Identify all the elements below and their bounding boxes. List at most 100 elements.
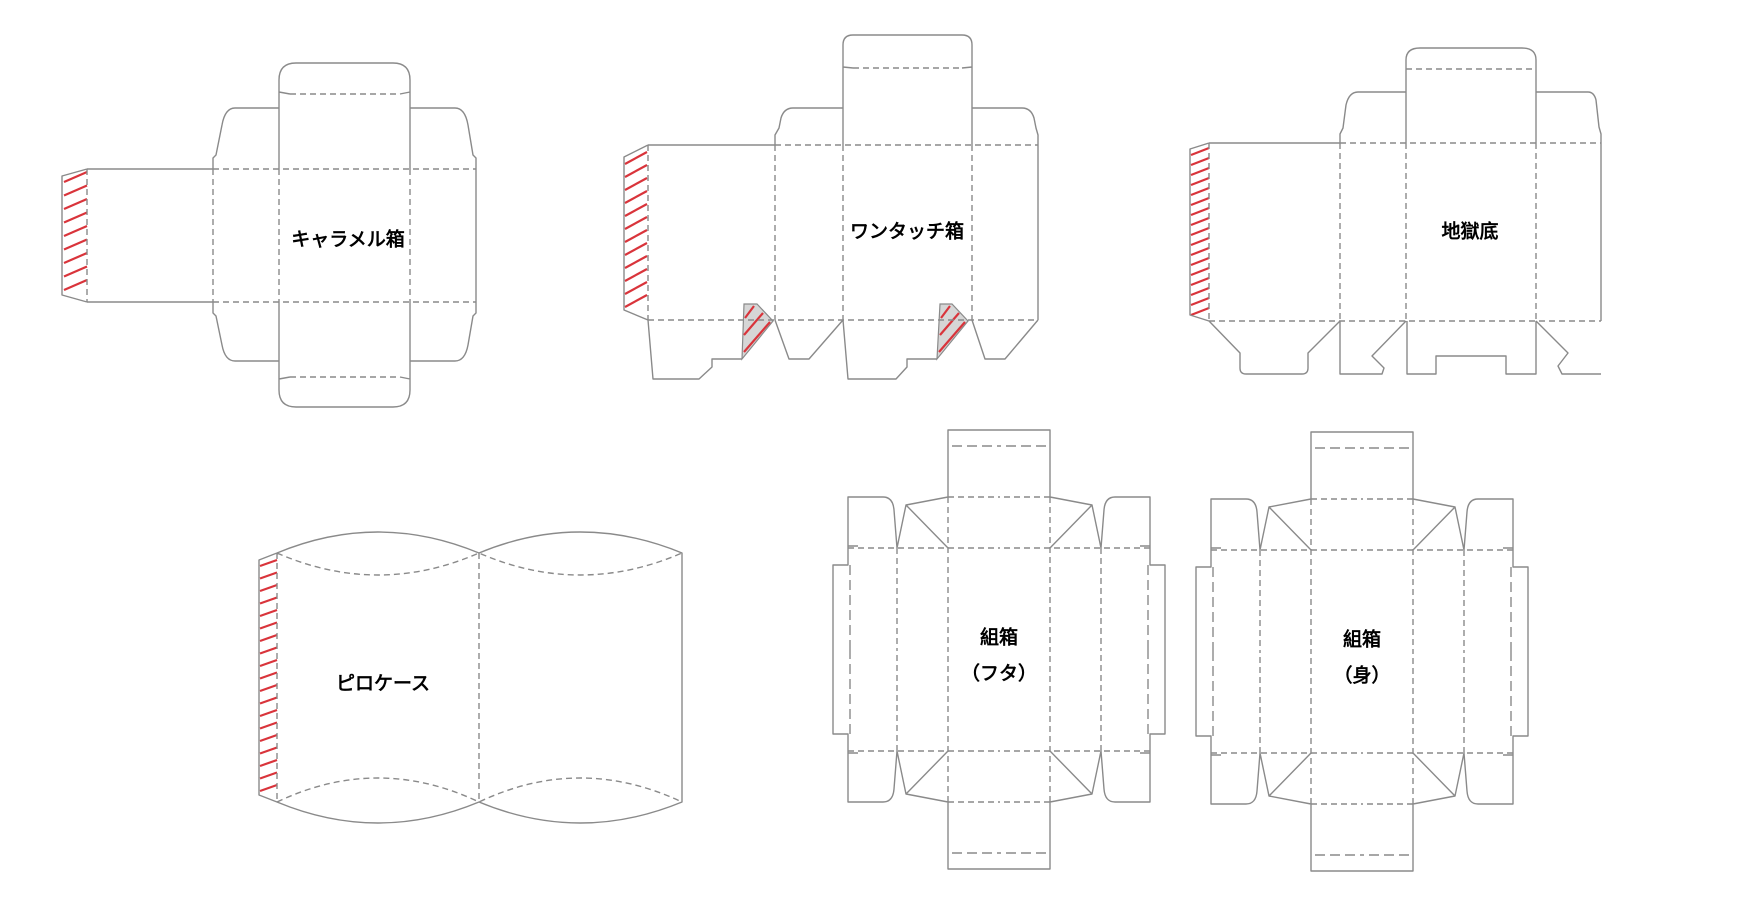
glue-stripe <box>259 733 278 743</box>
glue-stripe <box>1190 296 1210 307</box>
glue-stripe <box>63 184 88 197</box>
glue-stripe <box>259 683 278 693</box>
glue-stripe <box>63 224 88 238</box>
cut-line <box>1195 651 1362 872</box>
one-touch-box-label: ワンタッチ箱 <box>850 220 964 243</box>
cut-line <box>1195 431 1362 652</box>
glue-stripe <box>259 646 278 655</box>
glue-stripe <box>624 281 648 295</box>
glue-stripe <box>63 265 88 278</box>
stripe <box>940 305 951 319</box>
fold-line <box>1211 498 1362 652</box>
glue-stripe <box>259 596 278 605</box>
stripe <box>939 312 960 336</box>
fold-line <box>1208 68 1601 322</box>
glue-stripe <box>1190 276 1210 287</box>
glue-stripe <box>63 170 88 184</box>
fold-line <box>86 93 476 378</box>
perforation-line <box>999 649 1149 854</box>
cut-line <box>258 531 683 824</box>
lock-tab-stripes <box>743 305 966 353</box>
glue-stripe <box>259 721 278 730</box>
glue-stripe <box>624 268 648 282</box>
glue-stripe <box>1190 306 1210 317</box>
kumibako-quadrant <box>832 649 999 870</box>
glue-stripe <box>624 294 648 308</box>
cut-line <box>1189 47 1602 375</box>
kumibako-shape <box>832 429 1166 870</box>
perforation-line <box>1212 447 1362 652</box>
kumibako-quadrant <box>1362 431 1529 652</box>
perforation-line <box>1362 447 1512 652</box>
glue-stripes <box>259 558 278 793</box>
fold-line <box>999 649 1150 803</box>
one-touch-box-dieline: ワンタッチ箱 <box>623 34 1039 380</box>
jigoku-box-label: 地獄底 <box>1441 220 1498 243</box>
glue-stripes <box>624 151 648 308</box>
glue-stripe <box>1190 156 1210 167</box>
cut-line <box>999 649 1166 870</box>
stripe <box>743 321 771 353</box>
caramel-box-dieline: キャラメル箱 <box>61 62 477 408</box>
kumibako-lid-dieline: 組箱 （フタ） <box>832 429 1166 870</box>
cut-line <box>999 429 1166 650</box>
stripe <box>938 321 966 353</box>
caramel-box-label: キャラメル箱 <box>291 228 404 251</box>
fold-line <box>848 496 999 650</box>
stripe <box>744 305 755 319</box>
glue-stripe <box>624 216 648 230</box>
perforation-line <box>849 649 999 854</box>
kumibako-quadrant <box>1195 431 1362 652</box>
pillow-case-dieline: ピロケース <box>258 531 683 824</box>
glue-stripe <box>1190 236 1210 247</box>
glue-stripe <box>1190 206 1210 217</box>
kumibako-quadrant <box>999 649 1166 870</box>
glue-stripe <box>624 203 648 217</box>
fold-line <box>276 552 683 803</box>
glue-stripe <box>63 197 88 211</box>
glue-stripe <box>259 658 278 668</box>
fold-line <box>1362 651 1513 805</box>
glue-stripe <box>624 190 648 204</box>
glue-stripe <box>259 771 278 780</box>
kumibako-lid-sublabel: （フタ） <box>961 662 1037 685</box>
glue-stripe <box>259 758 278 768</box>
glue-stripe <box>624 151 648 165</box>
glue-stripe <box>1190 286 1210 297</box>
glue-stripe <box>63 251 88 265</box>
glue-stripe <box>259 558 278 568</box>
glue-stripe <box>259 583 278 593</box>
cut-line <box>1362 651 1529 872</box>
cut-line <box>832 429 999 650</box>
kumibako-quadrant <box>832 429 999 650</box>
perforation-line <box>1212 651 1362 856</box>
glue-stripe <box>63 211 88 224</box>
kumibako-lid-label: 組箱 <box>980 626 1018 649</box>
fold-line <box>999 496 1150 650</box>
glue-stripes <box>63 170 88 292</box>
glue-stripe <box>624 242 648 256</box>
jigoku-box-dieline: 地獄底 <box>1189 47 1602 375</box>
glue-stripe <box>259 783 278 793</box>
glue-stripe <box>1190 256 1210 267</box>
cut-line <box>1362 431 1529 652</box>
glue-stripe <box>624 229 648 243</box>
glue-stripe <box>63 238 88 251</box>
glue-stripe <box>1190 246 1210 257</box>
glue-stripe <box>1190 166 1210 177</box>
glue-stripe <box>1190 226 1210 237</box>
glue-stripe <box>259 708 278 718</box>
glue-stripe <box>1190 186 1210 197</box>
cut-line <box>61 62 477 408</box>
glue-stripe <box>1190 146 1210 157</box>
glue-stripe <box>259 571 278 580</box>
fold-line <box>647 67 1038 321</box>
glue-stripe <box>259 633 278 643</box>
kumibako-body-label: 組箱 <box>1343 628 1381 651</box>
kumibako-shape <box>1195 431 1529 872</box>
glue-stripe <box>259 608 278 618</box>
perforation-line <box>999 445 1149 650</box>
kumibako-body-sublabel: （身） <box>1333 664 1390 687</box>
fold-line <box>1362 498 1513 652</box>
glue-stripe <box>1190 196 1210 207</box>
